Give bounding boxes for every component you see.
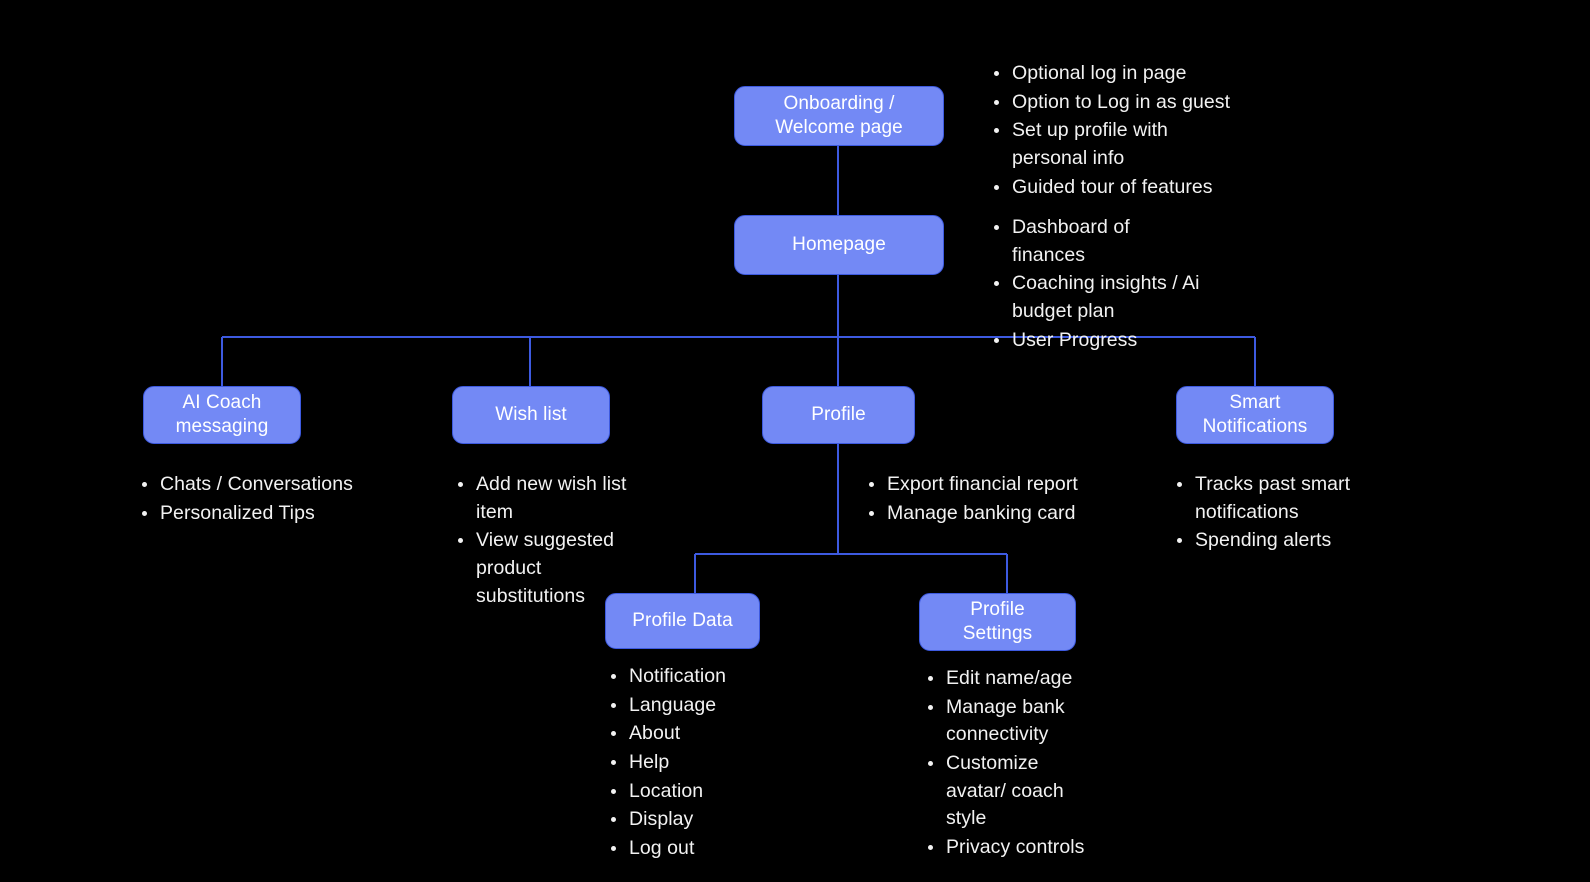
list-item: Language bbox=[608, 692, 818, 720]
list-item: View suggested product substitutions bbox=[455, 527, 655, 610]
list-item: User Progress bbox=[991, 327, 1206, 355]
list-item: Log out bbox=[608, 835, 818, 863]
node-profile[interactable]: Profile bbox=[762, 386, 915, 444]
list-item: Location bbox=[608, 778, 818, 806]
list-item: Customize avatar/ coach style bbox=[925, 750, 1085, 833]
list-item: Dashboard of finances bbox=[991, 214, 1206, 269]
list-item: Option to Log in as guest bbox=[991, 89, 1241, 117]
list-item: Manage bank connectivity bbox=[925, 694, 1085, 749]
list-item: Set up profile with personal info bbox=[991, 117, 1241, 172]
list-item: About bbox=[608, 720, 818, 748]
list-item: Chats / Conversations bbox=[139, 471, 429, 499]
node-smart-notifications[interactable]: Smart Notifications bbox=[1176, 386, 1334, 444]
list-item: Coaching insights / Ai budget plan bbox=[991, 270, 1206, 325]
list-item: Add new wish list item bbox=[455, 471, 655, 526]
list-item: Guided tour of features bbox=[991, 174, 1241, 202]
list-item: Personalized Tips bbox=[139, 500, 429, 528]
list-item: Edit name/age bbox=[925, 665, 1085, 693]
node-ai-coach-messaging[interactable]: AI Coach messaging bbox=[143, 386, 301, 444]
node-onboarding[interactable]: Onboarding / Welcome page bbox=[734, 86, 944, 146]
list-item: Export financial report bbox=[866, 471, 1126, 499]
list-item: Spending alerts bbox=[1174, 527, 1359, 555]
list-item: Manage banking card bbox=[866, 500, 1126, 528]
list-item: Tracks past smart notifications bbox=[1174, 471, 1359, 526]
node-homepage[interactable]: Homepage bbox=[734, 215, 944, 275]
node-wish-list[interactable]: Wish list bbox=[452, 386, 610, 444]
node-profile-settings[interactable]: Profile Settings bbox=[919, 593, 1076, 651]
list-item: Display bbox=[608, 806, 818, 834]
list-item: Optional log in page bbox=[991, 60, 1241, 88]
node-profile-data[interactable]: Profile Data bbox=[605, 593, 760, 649]
list-item: Privacy controls bbox=[925, 834, 1085, 862]
list-item: Help bbox=[608, 749, 818, 777]
list-item: Notification bbox=[608, 663, 818, 691]
